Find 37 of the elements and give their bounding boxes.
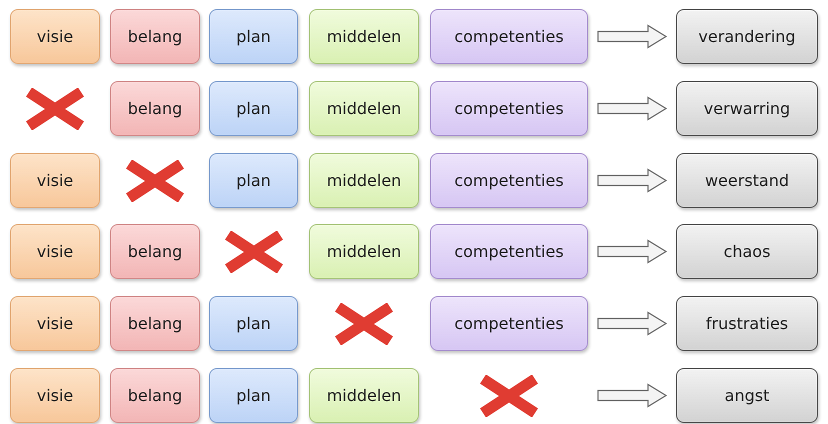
label-box: middelen [309,81,419,136]
label-box: belang [110,9,200,64]
label-box: competenties [430,224,588,279]
label-box: competenties [430,9,588,64]
label-box: belang [110,296,200,351]
label-box: plan [209,368,298,423]
block-arrow [597,383,668,408]
label-box: belang [110,81,200,136]
label-box: verwarring [676,81,818,136]
block-arrow [597,168,668,193]
label-box: visie [10,224,100,279]
label-box: weerstand [676,153,818,208]
block-arrow [597,96,668,121]
label-box: frustraties [676,296,818,351]
label-box: visie [10,9,100,64]
label-box: belang [110,224,200,279]
label-box: middelen [309,153,419,208]
label-box: angst [676,368,818,423]
label-box: visie [10,296,100,351]
label-box: competenties [430,153,588,208]
label-box: plan [209,153,298,208]
label-box: belang [110,368,200,423]
label-box: plan [209,9,298,64]
label-box: visie [10,153,100,208]
label-box: middelen [309,224,419,279]
block-arrow [597,24,668,49]
block-arrow [597,239,668,264]
label-box: visie [10,368,100,423]
block-arrow [597,311,668,336]
label-box: plan [209,81,298,136]
label-box: competenties [430,81,588,136]
label-box: chaos [676,224,818,279]
label-box: middelen [309,368,419,423]
label-box: middelen [309,9,419,64]
label-box: competenties [430,296,588,351]
label-box: plan [209,296,298,351]
label-box: verandering [676,9,818,64]
